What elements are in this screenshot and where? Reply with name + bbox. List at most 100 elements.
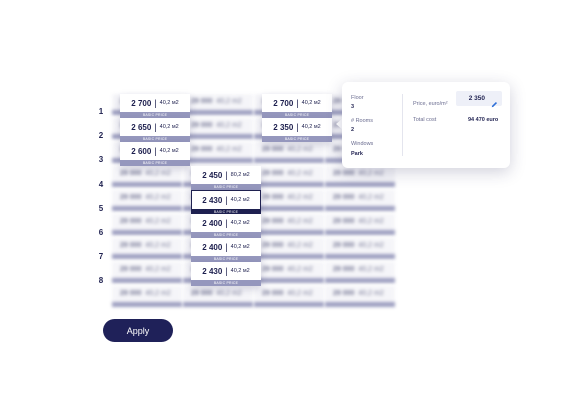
blurred-price: 29 000 [191, 290, 213, 297]
blurred-tag [325, 230, 395, 235]
blurred-area: 40,2 m2 [358, 266, 384, 273]
blurred-area: 40,2 m2 [216, 122, 242, 129]
price-tag: BASIC PRICE [120, 160, 190, 166]
apartment-cell[interactable]: 2 350|40,2 м2 BASIC PRICE [262, 118, 332, 142]
floor-number: 8 [98, 276, 104, 285]
blurred-tag [183, 134, 253, 139]
blurred-tag [183, 110, 253, 115]
blurred-price: 29 000 [333, 266, 355, 273]
price-tag: BASIC PRICE [120, 112, 190, 118]
price-tag: BASIC PRICE [120, 136, 190, 142]
price-per-m2-input[interactable]: 2 350 [456, 91, 502, 108]
price-tag: BASIC PRICE [191, 232, 261, 238]
blurred-tag [254, 254, 324, 259]
apartment-cell[interactable]: 2 700|40,2 м2 BASIC PRICE [262, 94, 332, 118]
blurred-price: 29 000 [262, 194, 284, 201]
blurred-price: 29 000 [191, 146, 213, 153]
apartment-price: 2 400 [202, 242, 223, 252]
apartment-cell[interactable]: 2 700|40,2 м2 BASIC PRICE [120, 94, 190, 118]
blurred-tag [325, 182, 395, 187]
blurred-area: 40,2 m2 [287, 218, 313, 225]
blurred-price: 29 000 [262, 170, 284, 177]
apartment-cell[interactable]: 2 400|40,2 м2 BASIC PRICE [191, 214, 261, 238]
blurred-price: 29 000 [333, 170, 355, 177]
apartment-area: 40,2 м2 [159, 124, 179, 130]
blurred-tag [183, 302, 253, 307]
blurred-price: 29 000 [120, 218, 142, 225]
blurred-tag [112, 182, 182, 187]
total-cost-label: Total cost [413, 117, 437, 123]
blurred-tag [254, 230, 324, 235]
apartment-cell[interactable]: 2 450|80,2 м2 BASIC PRICE [191, 166, 261, 190]
blurred-area: 40,2 m2 [358, 170, 384, 177]
price-per-m2-value: 2 350 [468, 95, 485, 102]
blurred-price: 29 000 [333, 290, 355, 297]
apartment-area: 40,2 м2 [301, 124, 321, 130]
blurred-price: 29 000 [262, 290, 284, 297]
floor-number: 7 [98, 252, 104, 261]
apartment-cell[interactable]: 2 400|40,2 м2 BASIC PRICE [191, 238, 261, 262]
apartment-cell[interactable]: 2 600|40,2 м2 BASIC PRICE [120, 142, 190, 166]
blurred-tag [112, 302, 182, 307]
blurred-area: 40,2 m2 [287, 146, 313, 153]
apartment-cell[interactable]: 2 650|40,2 м2 BASIC PRICE [120, 118, 190, 142]
floor-number: 1 [98, 107, 104, 116]
blurred-tag [325, 278, 395, 283]
apartment-price: 2 650 [131, 122, 152, 132]
floor-number: 4 [98, 180, 104, 189]
floor-number: 6 [98, 228, 104, 237]
price-tag: BASIC PRICE [191, 184, 261, 190]
blurred-area: 40,2 m2 [358, 218, 384, 225]
blurred-area: 40,2 m2 [287, 170, 313, 177]
windows-value: Park [351, 151, 363, 157]
blurred-tag [112, 206, 182, 211]
blurred-area: 40,2 m2 [287, 290, 313, 297]
blurred-tag [254, 206, 324, 211]
blurred-area: 40,2 m2 [216, 146, 242, 153]
windows-label: Windows [351, 141, 374, 147]
apartment-cell-selected[interactable]: 2 430|40,2 м2 BASIC PRICE [191, 190, 261, 215]
blurred-price: 29 000 [262, 146, 284, 153]
price-tag: BASIC PRICE [262, 112, 332, 118]
blurred-tag [112, 278, 182, 283]
blurred-tag [325, 206, 395, 211]
blurred-price: 29 000 [120, 170, 142, 177]
apartment-area: 40,2 м2 [230, 268, 250, 274]
blurred-area: 40,2 m2 [287, 242, 313, 249]
apply-button[interactable]: Apply [103, 319, 173, 342]
total-cost-value: 94 470 euro [468, 117, 499, 123]
apartment-price: 2 700 [273, 98, 294, 108]
blurred-price: 29 000 [262, 242, 284, 249]
blurred-tag [325, 302, 395, 307]
blurred-area: 40,2 m2 [145, 170, 171, 177]
blurred-area: 40,2 m2 [358, 290, 384, 297]
floor-number: 2 [98, 131, 104, 140]
floor-number: 3 [98, 155, 104, 164]
blurred-price: 29 000 [120, 194, 142, 201]
blurred-area: 40,2 m2 [145, 218, 171, 225]
pencil-icon[interactable] [491, 95, 498, 108]
apartment-area: 40,2 м2 [230, 197, 250, 203]
apartment-cell[interactable]: 2 430|40,2 м2 BASIC PRICE [191, 262, 261, 286]
apartment-price: 2 450 [202, 170, 223, 180]
blurred-price: 29 000 [333, 194, 355, 201]
popup-arrow [336, 118, 343, 130]
apartment-area: 40,2 м2 [159, 148, 179, 154]
blurred-price: 29 000 [120, 242, 142, 249]
blurred-tag [254, 182, 324, 187]
